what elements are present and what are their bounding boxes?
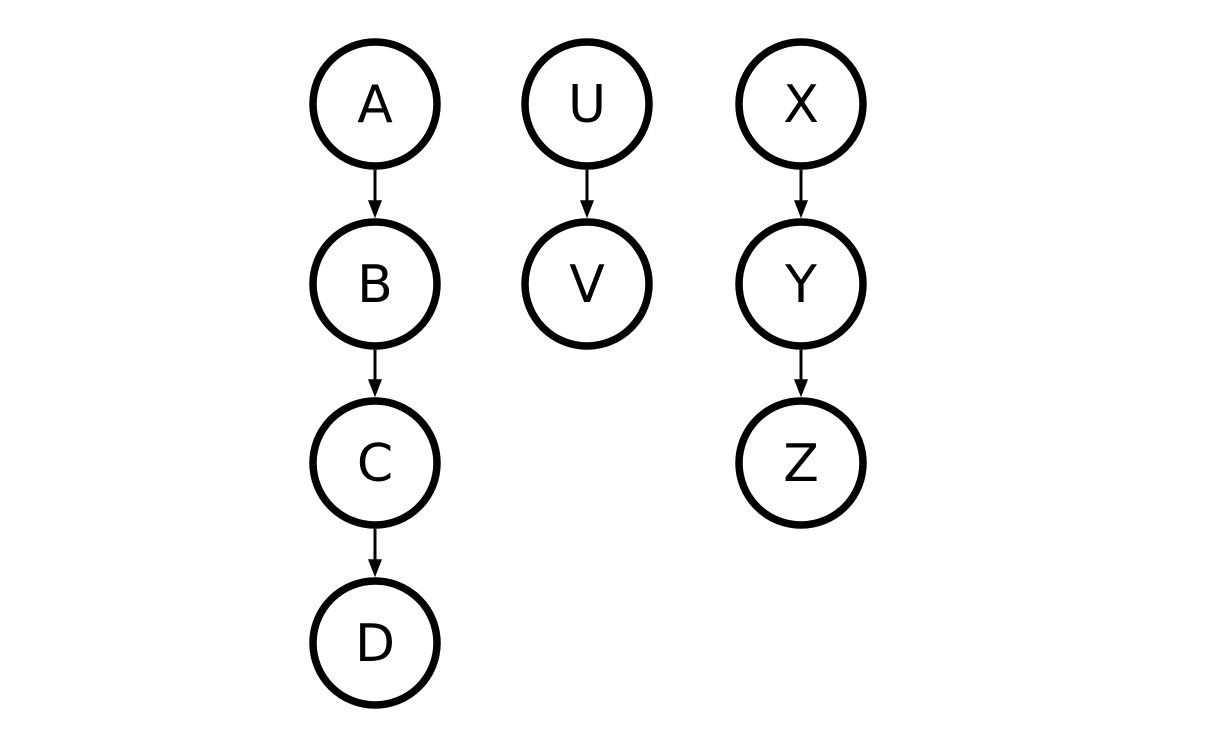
node-y[interactable]: Y — [735, 218, 867, 350]
arrowhead-icon — [368, 200, 382, 219]
node-circle[interactable] — [309, 38, 441, 170]
arrowhead-icon — [794, 200, 808, 219]
arrowhead-icon — [794, 379, 808, 398]
nodes-layer: A B C D U V X Y Z — [309, 38, 867, 709]
node-x[interactable]: X — [735, 38, 867, 170]
node-c[interactable]: C — [309, 397, 441, 529]
edge-u-to-v — [580, 169, 594, 219]
node-circle[interactable] — [309, 577, 441, 709]
node-label: X — [783, 75, 819, 135]
node-z[interactable]: Z — [735, 397, 867, 529]
node-v[interactable]: V — [521, 218, 653, 350]
node-a[interactable]: A — [309, 38, 441, 170]
node-circle[interactable] — [735, 38, 867, 170]
edge-c-to-d — [368, 528, 382, 578]
node-circle[interactable] — [521, 38, 653, 170]
node-b[interactable]: B — [309, 218, 441, 350]
node-label: D — [355, 614, 395, 674]
node-label: V — [569, 255, 605, 315]
edge-x-to-y — [794, 169, 808, 219]
node-circle[interactable] — [309, 218, 441, 350]
node-label: Y — [784, 255, 817, 315]
edge-a-to-b — [368, 169, 382, 219]
node-circle[interactable] — [309, 397, 441, 529]
node-label: B — [357, 255, 393, 315]
node-circle[interactable] — [521, 218, 653, 350]
node-u[interactable]: U — [521, 38, 653, 170]
node-label: U — [568, 75, 606, 135]
arrowhead-icon — [580, 200, 594, 219]
node-circle[interactable] — [735, 397, 867, 529]
node-circle[interactable] — [735, 218, 867, 350]
edges-layer — [368, 169, 808, 578]
node-label: A — [357, 75, 393, 135]
edge-y-to-z — [794, 349, 808, 398]
node-d[interactable]: D — [309, 577, 441, 709]
edge-b-to-c — [368, 349, 382, 398]
arrowhead-icon — [368, 559, 382, 578]
arrowhead-icon — [368, 379, 382, 398]
node-label: C — [357, 434, 393, 494]
node-label: Z — [783, 434, 819, 494]
